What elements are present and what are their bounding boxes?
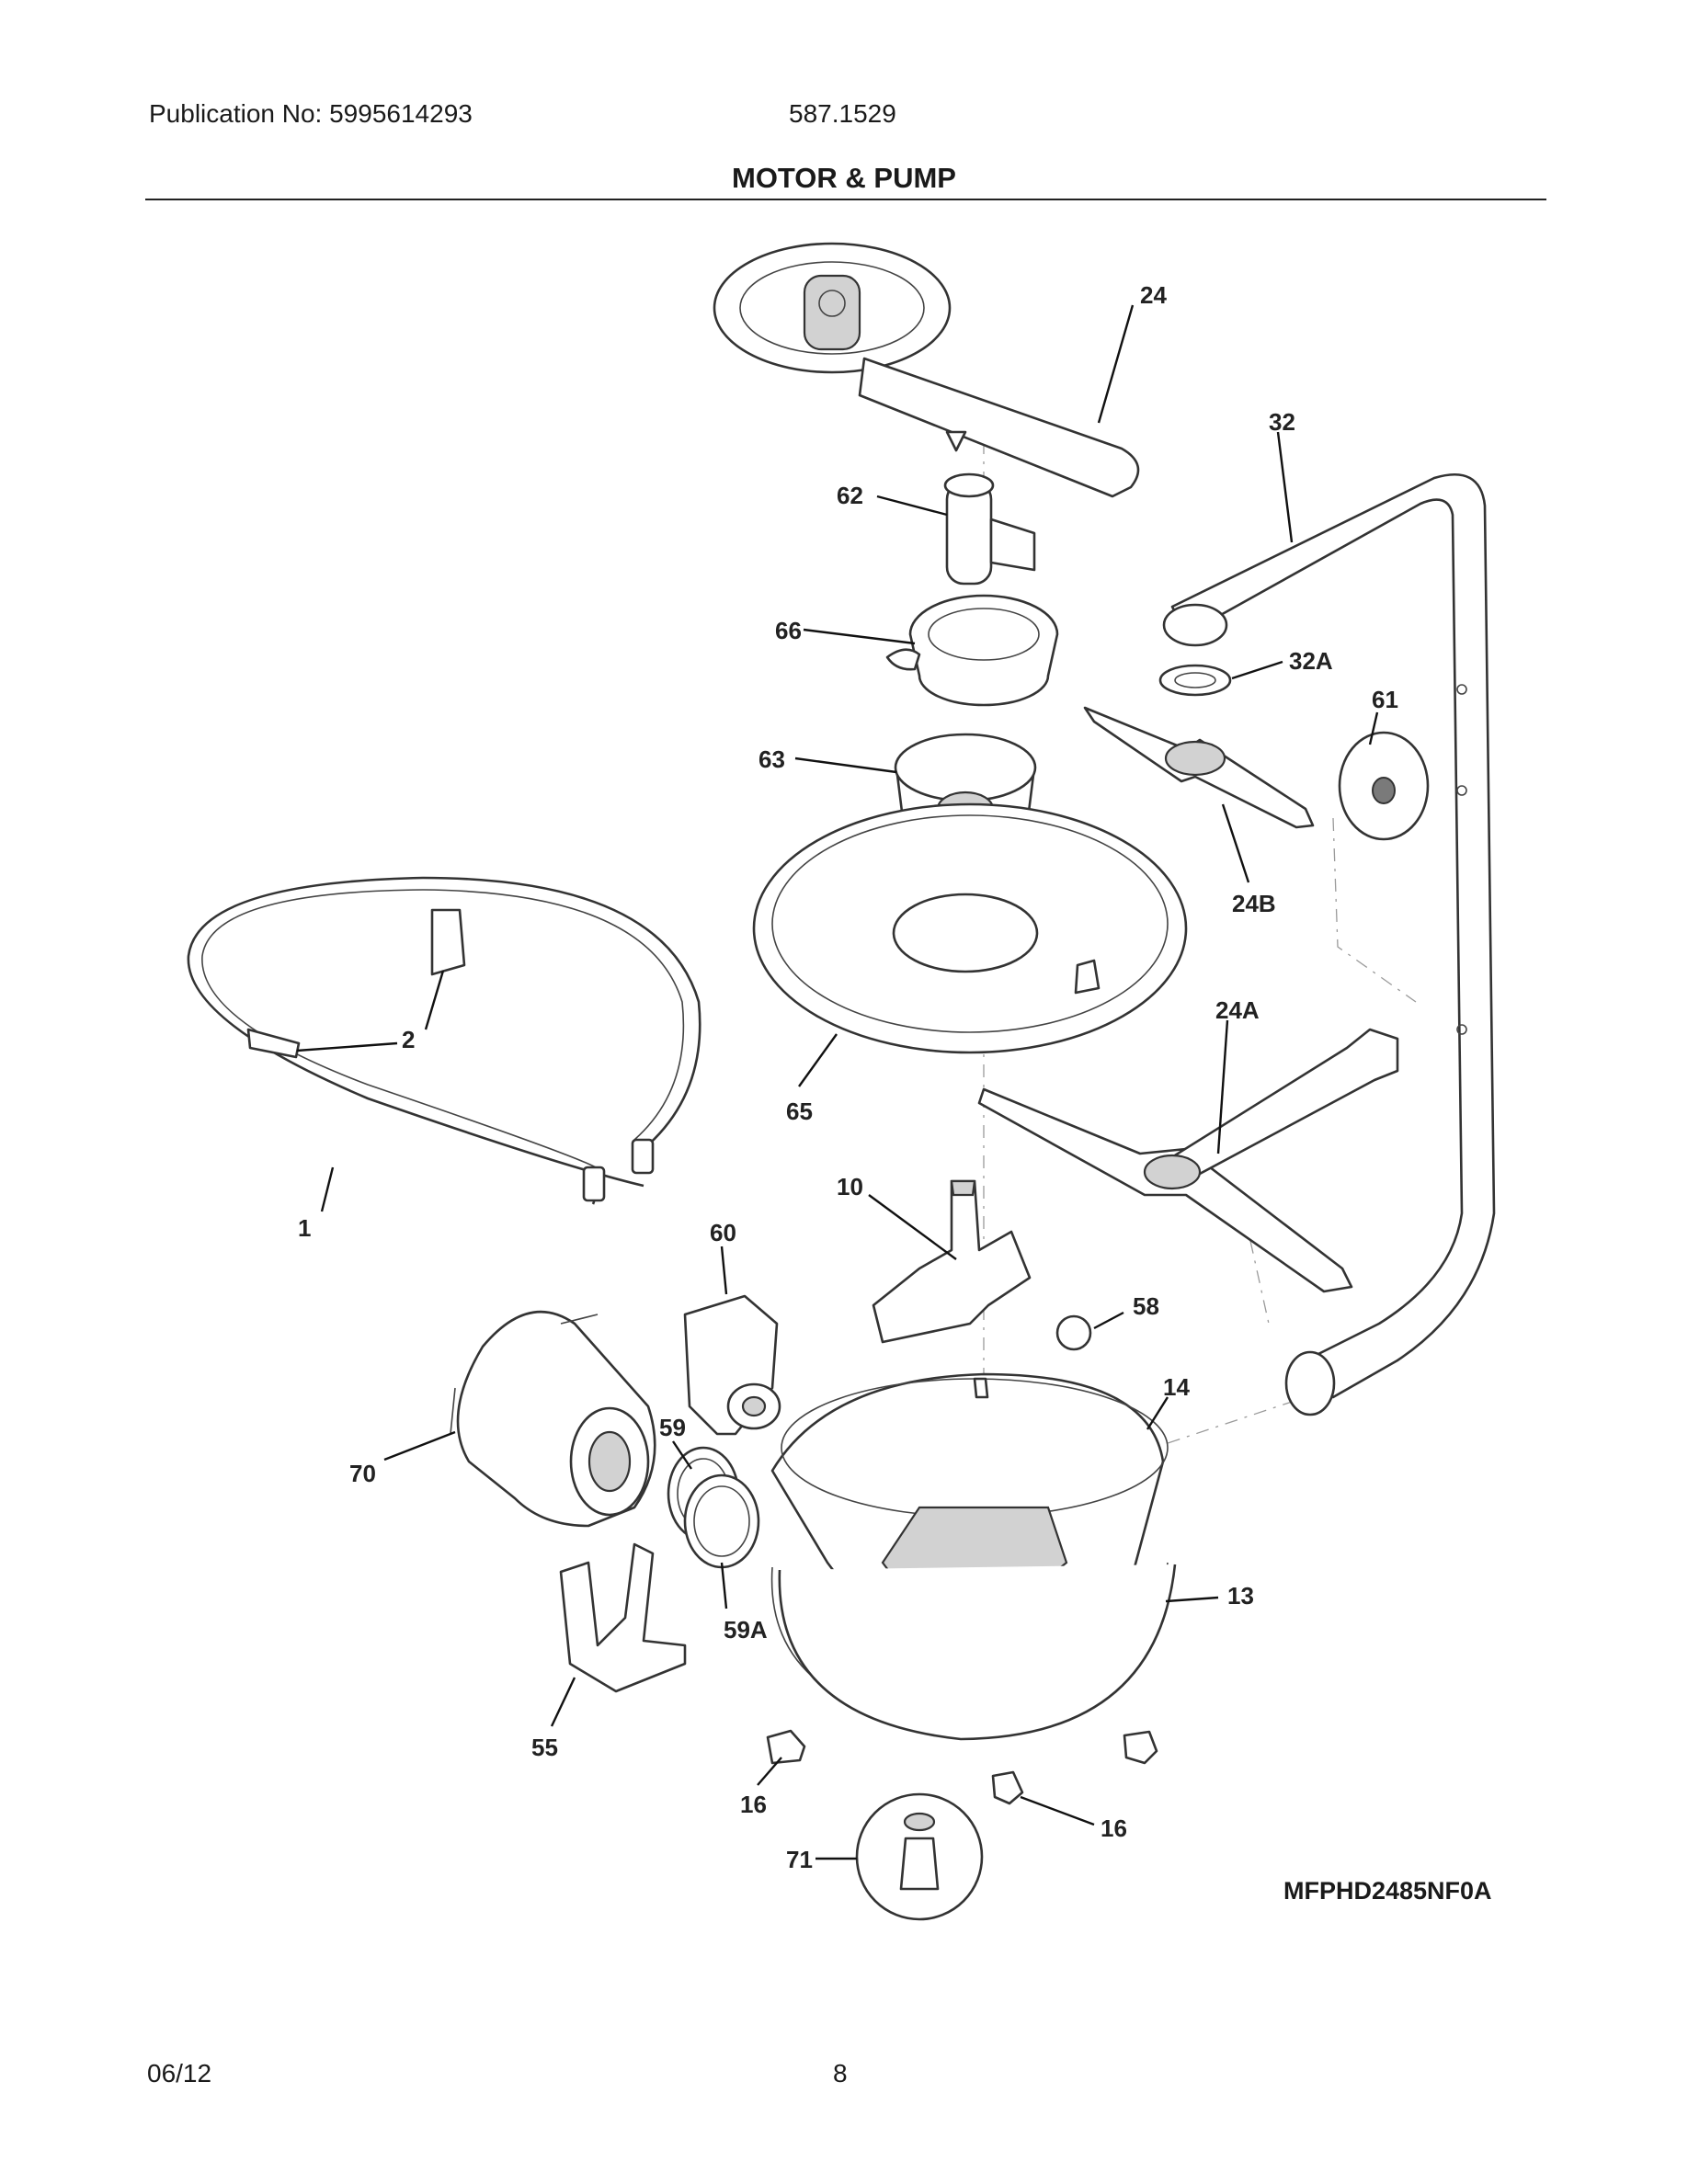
heater-element[interactable] xyxy=(187,876,701,1205)
model-number: 587.1529 xyxy=(789,99,896,128)
callout-59a: 59A xyxy=(724,1616,768,1644)
diverter[interactable] xyxy=(872,1179,1032,1344)
callout-62: 62 xyxy=(837,482,863,509)
callout-32: 32 xyxy=(1269,408,1295,436)
publication-date: 06/12 xyxy=(147,2059,212,2087)
motor-bracket[interactable] xyxy=(559,1542,687,1693)
callout-14: 14 xyxy=(1163,1373,1190,1401)
callout-55: 55 xyxy=(531,1734,558,1761)
spray-arm-mount[interactable] xyxy=(943,472,1036,586)
drain-pump[interactable] xyxy=(683,1294,781,1436)
lower-spray-arm[interactable] xyxy=(977,1028,1399,1293)
seal-ring[interactable] xyxy=(770,1562,1177,1741)
disc-61[interactable] xyxy=(1338,731,1430,841)
callout-labels: 24 32 62 66 32A 61 63 24B 2 65 24A 1 10 … xyxy=(298,281,1398,1873)
nut-center[interactable] xyxy=(991,1770,1024,1805)
callout-2: 2 xyxy=(402,1026,415,1053)
o-ring-59a[interactable] xyxy=(683,1473,760,1569)
callout-32a: 32A xyxy=(1289,647,1333,675)
filter-plate[interactable] xyxy=(752,802,1188,1054)
callout-1: 1 xyxy=(298,1214,311,1242)
callout-65: 65 xyxy=(786,1098,813,1125)
gear-ring[interactable] xyxy=(885,594,1059,707)
callout-13: 13 xyxy=(1227,1582,1254,1610)
callout-61: 61 xyxy=(1372,686,1398,713)
callout-24a: 24A xyxy=(1215,996,1260,1024)
title-divider xyxy=(145,199,1546,200)
detail-circle-71[interactable] xyxy=(855,1792,984,1921)
callout-59: 59 xyxy=(659,1414,686,1441)
callout-63: 63 xyxy=(758,745,785,773)
callout-24b: 24B xyxy=(1232,890,1276,917)
callout-71: 71 xyxy=(786,1846,813,1873)
callout-58: 58 xyxy=(1133,1292,1159,1320)
page-title: MOTOR & PUMP xyxy=(732,162,956,194)
leader-lines xyxy=(296,304,1379,1860)
supply-tube[interactable] xyxy=(1162,473,1496,1416)
nut-left[interactable] xyxy=(766,1729,806,1765)
callout-16-left: 16 xyxy=(740,1791,767,1818)
callout-24: 24 xyxy=(1140,281,1167,309)
nut-right[interactable] xyxy=(1123,1730,1158,1765)
callout-66: 66 xyxy=(775,617,802,644)
callout-60: 60 xyxy=(710,1219,736,1246)
middle-spray-arm[interactable] xyxy=(1083,706,1315,829)
callout-70: 70 xyxy=(349,1460,376,1487)
check-ball[interactable] xyxy=(1055,1314,1092,1351)
publication-number: Publication No: 5995614293 xyxy=(149,99,473,128)
callout-10: 10 xyxy=(837,1173,863,1200)
gasket-32a[interactable] xyxy=(1158,664,1232,697)
page-number: 8 xyxy=(833,2059,848,2087)
upper-spray-arm[interactable] xyxy=(713,242,1140,498)
wash-motor[interactable] xyxy=(450,1310,656,1528)
diagram-code: MFPHD2485NF0A xyxy=(1283,1877,1492,1905)
callout-16-right: 16 xyxy=(1101,1814,1127,1842)
